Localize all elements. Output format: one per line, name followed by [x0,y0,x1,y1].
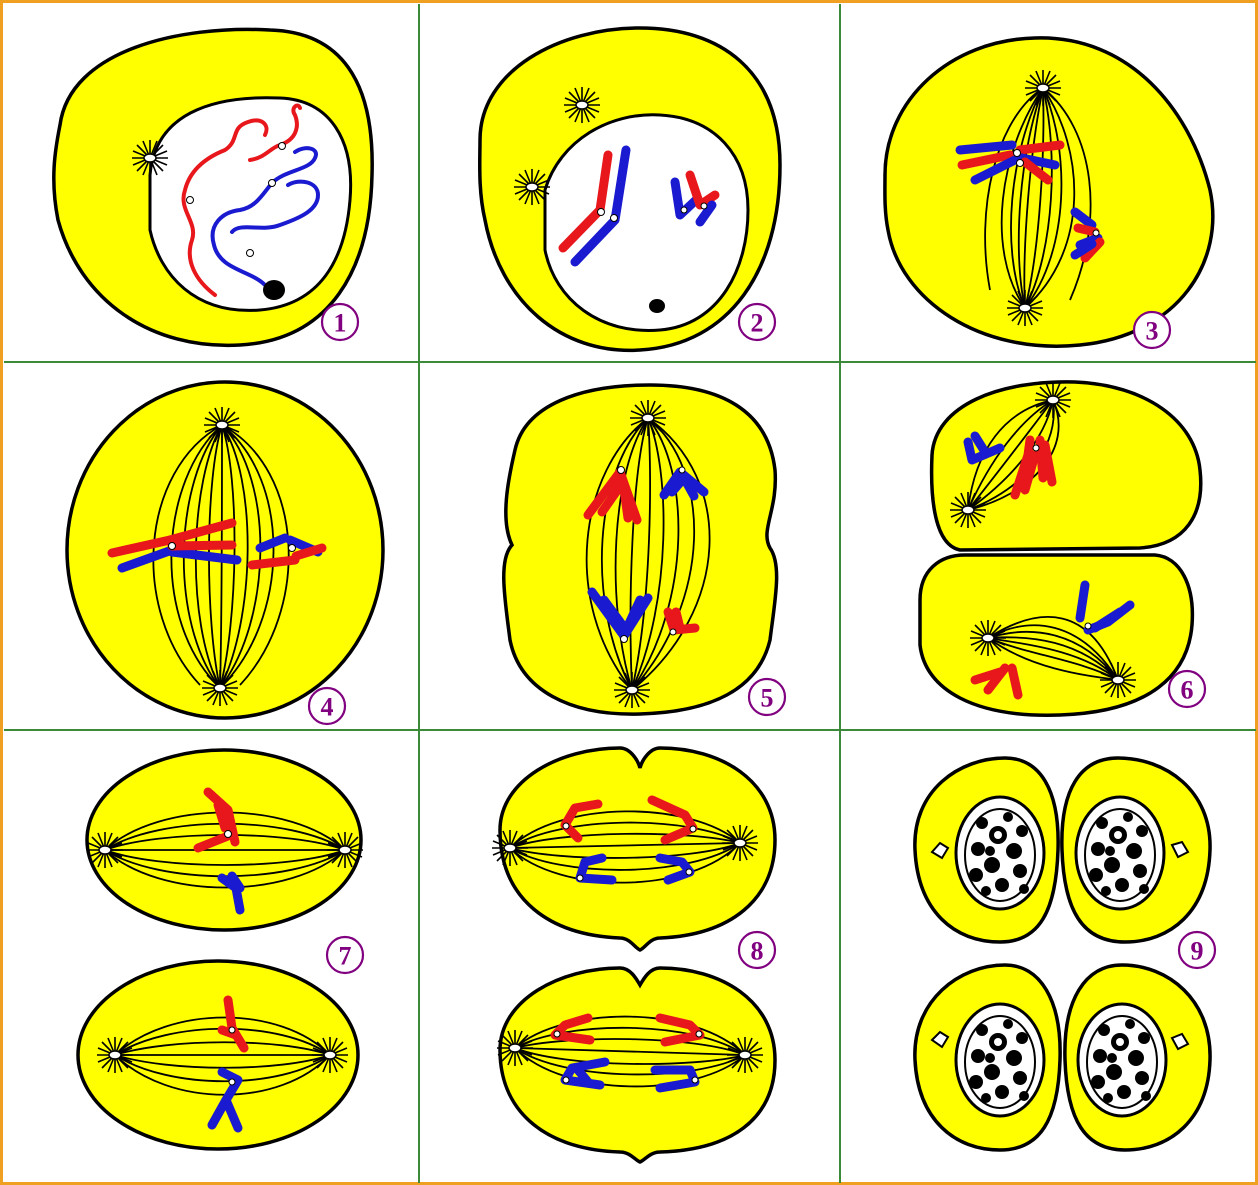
panel-2-cell [480,28,780,350]
panel-9-nucleus-4 [1078,1004,1166,1116]
panel-8-label: 8 [739,932,775,968]
panel-9-nucleus-1 [956,797,1044,909]
panel-8-cell [492,748,775,1162]
svg-text:3: 3 [1146,317,1159,346]
svg-text:5: 5 [761,684,774,713]
panel-2-nucleus [545,115,748,331]
panel-9-cell [915,758,1210,1150]
svg-text:4: 4 [321,693,334,722]
panel-9-label: 9 [1179,932,1215,968]
panel-6-cell [920,382,1201,715]
panel-9-nucleus-3 [956,1004,1044,1116]
panel-1-cell [54,29,372,345]
svg-text:2: 2 [751,309,764,338]
panel-3-label: 3 [1134,312,1170,348]
svg-text:8: 8 [751,937,764,966]
panel-7-label: 7 [327,937,363,973]
svg-text:6: 6 [1181,676,1194,705]
panel-7-cell [78,750,363,1149]
panel-5-cell [504,385,777,714]
svg-text:1: 1 [334,309,347,338]
panel-4-cell [67,382,383,718]
panel-1-label: 1 [322,304,358,340]
panel-9-nucleus-2 [1076,797,1164,909]
panel-3-cell [885,38,1213,346]
svg-text:7: 7 [339,942,352,971]
panel-2-label: 2 [739,304,775,340]
panel-1-nucleolus [263,280,285,300]
panel-6-label: 6 [1169,671,1205,707]
svg-text:9: 9 [1191,937,1204,966]
panel-2-nucleolus [649,299,665,313]
panel-5-label: 5 [749,679,785,715]
panel-4-label: 4 [309,688,345,724]
